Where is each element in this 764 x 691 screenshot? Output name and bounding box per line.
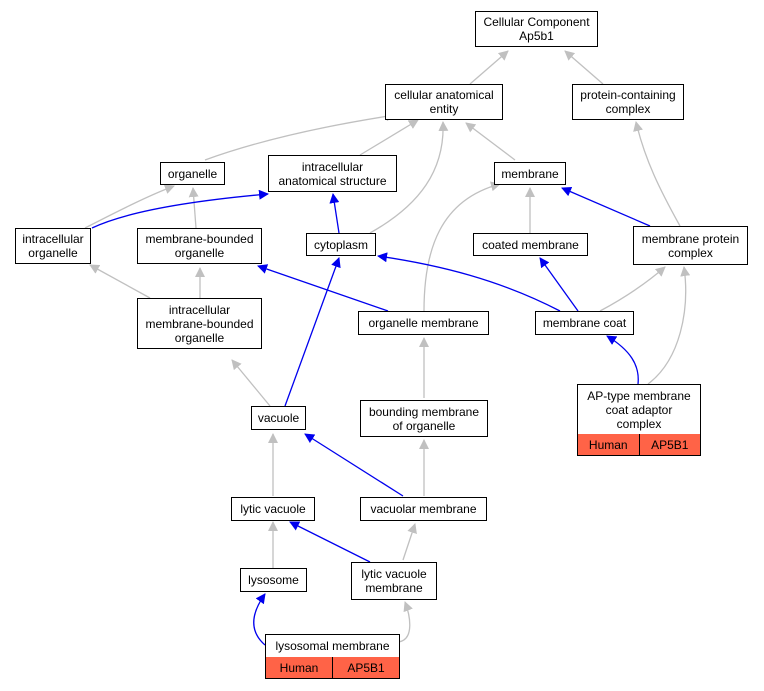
node-lytic-vacuole[interactable]: lytic vacuole (231, 497, 315, 521)
edge-lvm-lv (289, 521, 371, 563)
annotation-ap-type: Human AP5B1 (577, 434, 701, 456)
edge-mpc-membrane (561, 186, 651, 227)
edge-vm-vacuole (304, 433, 404, 497)
node-cellular-anatomical-entity[interactable]: cellular anatomical entity (385, 84, 503, 120)
edge-io-organelle (84, 184, 175, 229)
node-intracellular-membrane-bounded-organelle[interactable]: intracellular membrane-bounded organelle (137, 298, 262, 349)
edge-io-ias (91, 189, 269, 229)
edge-cae-root (469, 50, 509, 85)
edge-ias-cae (359, 119, 419, 156)
edge-om-membrane (423, 181, 501, 312)
edge-ap-mcoat (606, 335, 639, 385)
edge-organelle-cae (204, 111, 396, 161)
edge-lvm-vm (402, 523, 417, 561)
annotation-species: Human (279, 660, 319, 675)
node-ap-type-membrane-coat-adaptor-complex[interactable]: AP-type membrane coat adaptor complex (577, 384, 701, 435)
node-coated-membrane[interactable]: coated membrane (473, 233, 588, 256)
node-vacuolar-membrane[interactable]: vacuolar membrane (360, 497, 487, 521)
node-membrane-protein-complex[interactable]: membrane protein complex (633, 226, 748, 265)
edge-lm-lysosome (253, 593, 266, 646)
edge-mpc-pcc (633, 121, 681, 227)
edge-lm-lvm (397, 601, 413, 643)
edge-cytoplasm-ias (329, 193, 340, 234)
edge-pcc-root (564, 50, 604, 85)
node-lytic-vacuole-membrane[interactable]: lytic vacuole membrane (351, 562, 437, 600)
annotation-species: Human (588, 437, 628, 452)
edge-mcoat-coated (539, 257, 579, 312)
node-lysosome[interactable]: lysosome (240, 568, 307, 592)
node-cytoplasm[interactable]: cytoplasm (306, 233, 376, 256)
edge-cytoplasm-cae (369, 121, 449, 234)
node-bounding-membrane-of-organelle[interactable]: bounding membrane of organelle (360, 400, 488, 437)
node-vacuole[interactable]: vacuole (251, 406, 306, 430)
node-cellular-component-ap5b1[interactable]: Cellular Component Ap5b1 (475, 11, 598, 47)
node-intracellular-organelle[interactable]: intracellular organelle (15, 228, 91, 264)
annotation-lysosomal-membrane: Human AP5B1 (265, 657, 400, 679)
edge-mcoat-cytoplasm (377, 252, 561, 312)
node-membrane[interactable]: membrane (494, 162, 566, 185)
edge-vacuole-cytoplasm (284, 257, 341, 407)
edge-vacuole-imbo (231, 359, 271, 407)
node-membrane-coat[interactable]: membrane coat (535, 311, 634, 335)
node-organelle[interactable]: organelle (160, 162, 225, 185)
node-organelle-membrane[interactable]: organelle membrane (358, 311, 489, 335)
edge-imbo-io (89, 264, 151, 299)
node-lysosomal-membrane[interactable]: lysosomal membrane (265, 634, 400, 658)
annotation-gene: AP5B1 (638, 434, 701, 455)
edge-mbo-organelle (188, 187, 199, 229)
node-protein-containing-complex[interactable]: protein-containing complex (572, 84, 684, 120)
edge-om-mbo (257, 264, 389, 312)
edge-membrane-cae (465, 122, 516, 161)
node-membrane-bounded-organelle[interactable]: membrane-bounded organelle (137, 228, 262, 264)
annotation-gene: AP5B1 (332, 657, 399, 678)
edge-ap-mpc (647, 266, 691, 385)
node-intracellular-anatomical-structure[interactable]: intracellular anatomical structure (268, 155, 397, 192)
edge-mcoat-mpc (599, 266, 666, 312)
